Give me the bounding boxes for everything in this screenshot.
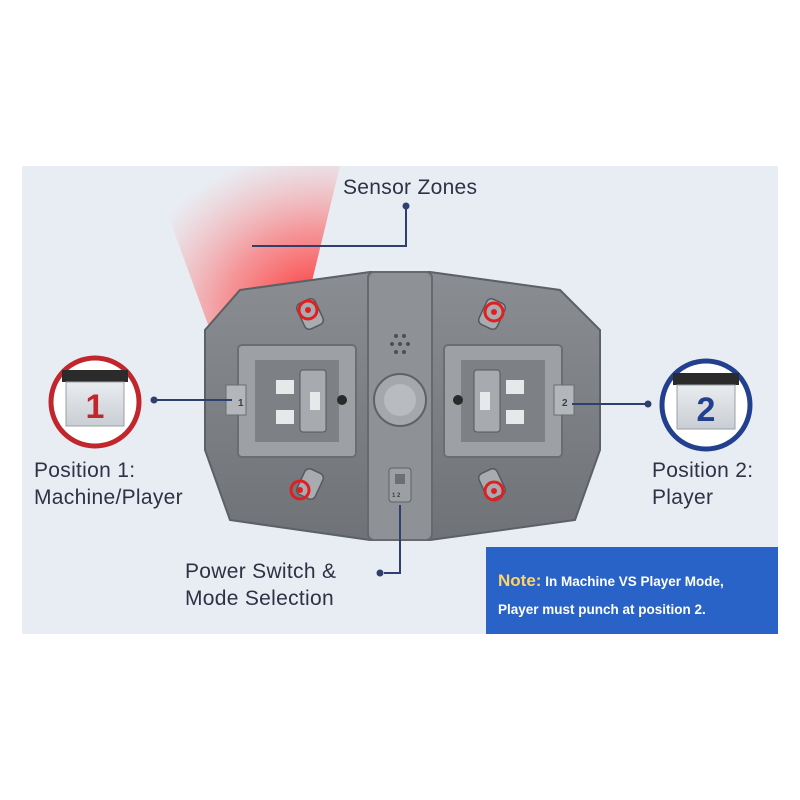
device-body	[204, 271, 601, 541]
sensor-zones-label: Sensor Zones	[343, 176, 478, 199]
badge-1-number: 1	[86, 388, 105, 426]
device-mark-2: 2	[562, 398, 568, 409]
power-switch-label: Power Switch & Mode Selection	[185, 560, 337, 610]
badge-2-number: 2	[697, 391, 716, 429]
callout-lines	[154, 206, 648, 574]
note-title: Note:	[498, 571, 542, 590]
position-2-label: Position 2: Player	[652, 459, 754, 509]
note-box: Note: In Machine VS Player Mode, Player …	[486, 547, 778, 634]
position-1-label: Position 1: Machine/Player	[34, 459, 183, 509]
position-2-badge: 2	[659, 358, 753, 452]
note-line-1: In Machine VS Player Mode,	[545, 574, 724, 589]
device-mark-1: 1	[238, 398, 244, 409]
sensor-markers	[289, 299, 505, 502]
switch-mark: 1 2	[392, 493, 401, 499]
note-line-2: Player must punch at position 2.	[498, 602, 706, 617]
position-1-badge: 1	[48, 355, 142, 449]
callout-dots	[150, 202, 652, 577]
